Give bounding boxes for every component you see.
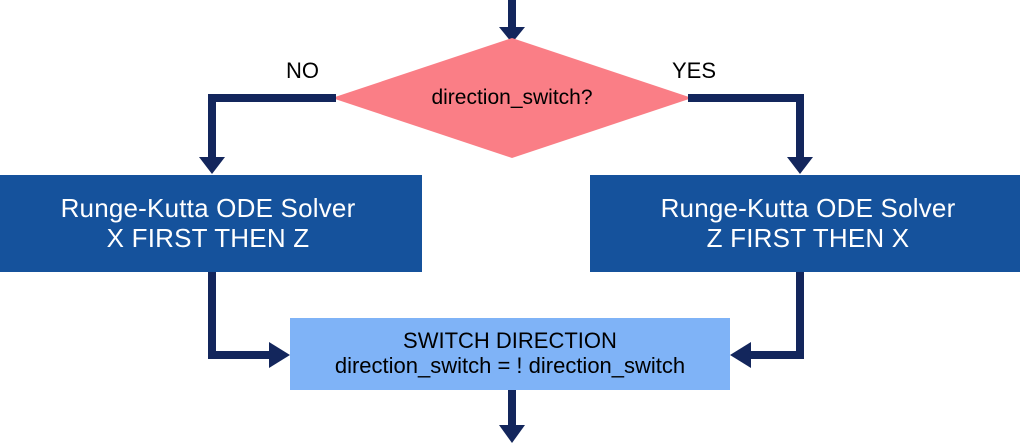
switch-direction-shape[interactable] — [290, 318, 730, 390]
entry-arrow — [499, 0, 525, 43]
left-to-switch-arrow — [208, 272, 290, 368]
right-to-switch-arrow — [730, 272, 804, 368]
direction-switch-decision-shape[interactable] — [332, 38, 692, 158]
runge-kutta-z-first-shape[interactable] — [590, 175, 1020, 272]
runge-kutta-x-first-shape[interactable] — [0, 175, 422, 272]
exit-arrow — [499, 390, 525, 443]
no-branch-arrow — [199, 94, 336, 174]
yes-branch-label: YES — [672, 58, 717, 83]
no-branch-label: NO — [286, 58, 319, 83]
yes-branch-arrow — [688, 94, 813, 174]
